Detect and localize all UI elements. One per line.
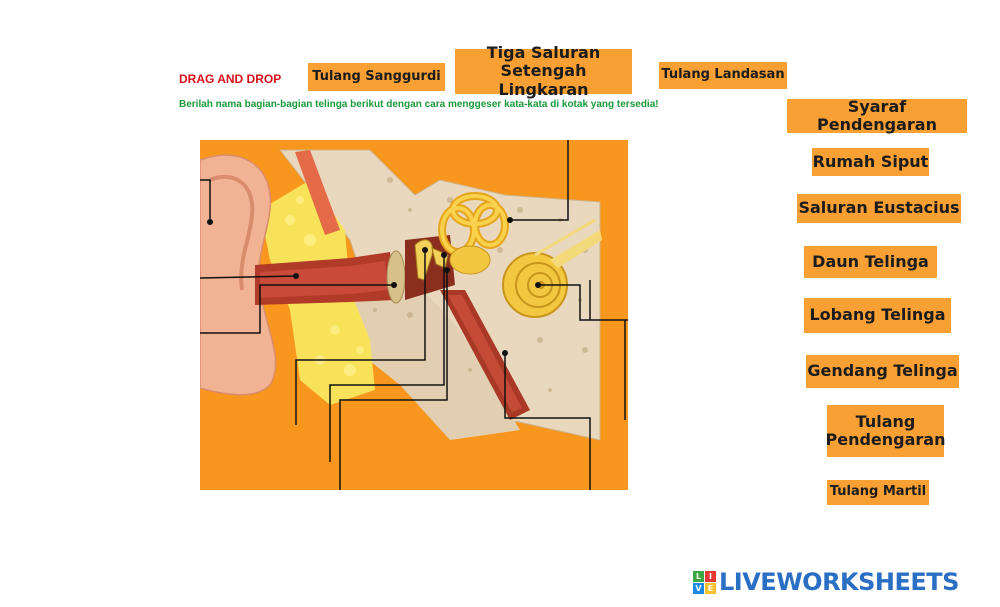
tag-label-line2: Setengah Lingkaran [455,62,632,99]
tag-label: Lobang Telinga [809,306,945,324]
tag-daun-telinga[interactable]: Daun Telinga [804,246,937,278]
tag-label-line1: Tiga Saluran [487,44,601,62]
tag-tiga-saluran-setengah-lingkaran[interactable]: Tiga Saluran Setengah Lingkaran [455,49,632,94]
tag-tulang-landasan[interactable]: Tulang Landasan [659,62,787,89]
liveworksheets-logo: L I V E LIVEWORKSHEETS [693,567,959,597]
tag-label: Tulang Sanggurdi [312,70,440,85]
tag-label: Syaraf Pendengaran [787,98,967,135]
tag-label: Tulang Martil [830,485,926,500]
tag-label: Gendang Telinga [807,362,957,380]
logo-text: LIVEWORKSHEETS [719,568,959,596]
instruction-text: Berilah nama bagian-bagian telinga berik… [179,99,659,110]
tag-label: Saluran Eustacius [798,199,959,217]
tag-rumah-siput[interactable]: Rumah Siput [812,148,929,176]
tag-tulang-pendengaran[interactable]: Tulang Pendengaran [827,405,944,457]
tag-label-line1: Tulang [856,413,916,431]
tag-gendang-telinga[interactable]: Gendang Telinga [806,355,959,388]
ear-illustration [200,140,628,490]
ear-diagram [200,140,628,490]
tag-saluran-eustacius[interactable]: Saluran Eustacius [797,194,961,223]
tag-tulang-martil[interactable]: Tulang Martil [827,480,929,505]
logo-letter: V [693,583,704,594]
tag-label: Tulang Landasan [661,68,784,83]
activity-title: DRAG AND DROP [179,72,281,86]
tag-lobang-telinga[interactable]: Lobang Telinga [804,298,951,333]
tag-label: Daun Telinga [812,253,929,271]
tag-syaraf-pendengaran[interactable]: Syaraf Pendengaran [787,99,967,133]
logo-letter: E [705,583,716,594]
logo-letter: I [705,571,716,582]
logo-grid-icon: L I V E [693,571,716,594]
tag-label: Rumah Siput [813,153,929,171]
logo-letter: L [693,571,704,582]
tag-label-line2: Pendengaran [826,431,946,449]
tag-tulang-sanggurdi[interactable]: Tulang Sanggurdi [308,63,445,91]
